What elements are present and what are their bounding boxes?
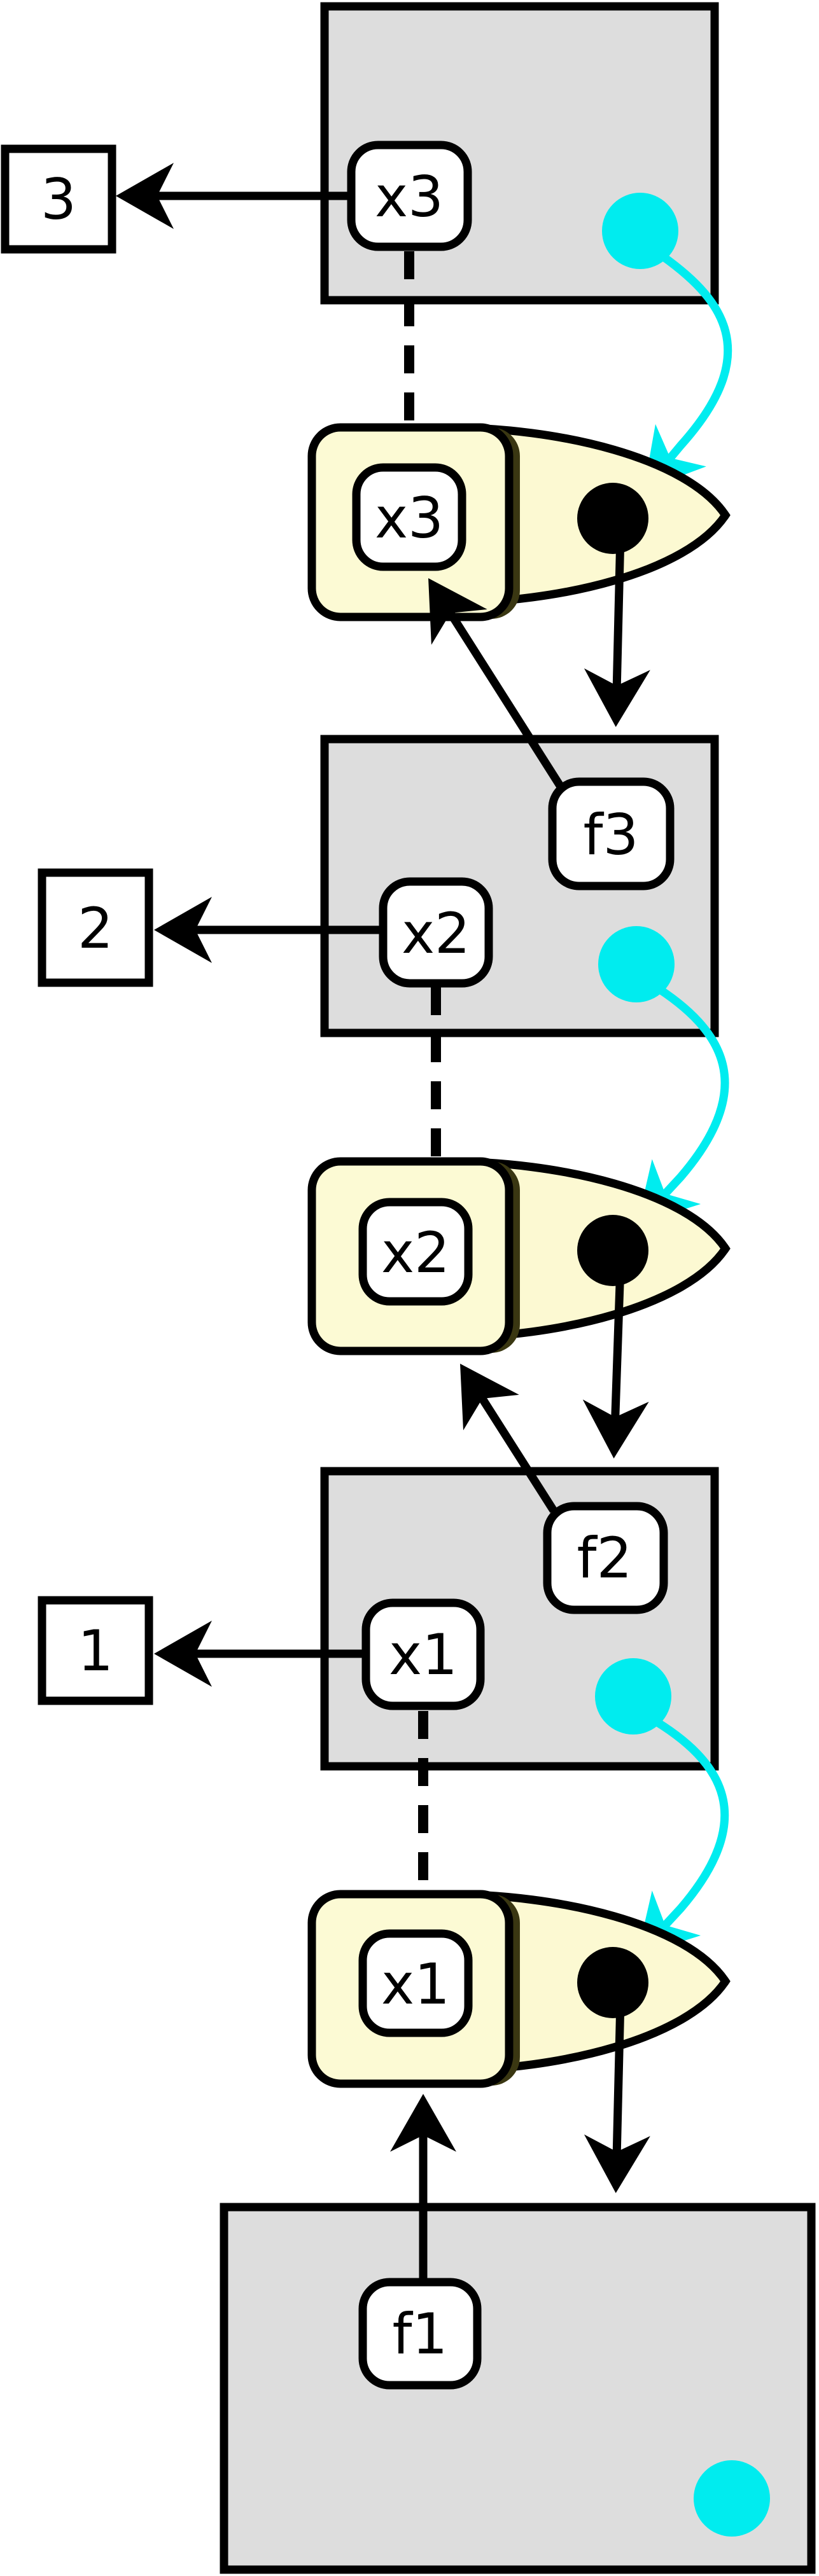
arrow-f3-to-closure3: [428, 578, 566, 791]
parent-pointer-env3: [643, 247, 732, 490]
closure-dot-2: [577, 1215, 648, 1286]
binding-x2-env2: x2: [379, 877, 493, 988]
binding-label-x1: x1: [389, 1622, 458, 1687]
closure-1: x1: [307, 1890, 731, 2088]
parent-pointer-env1: [637, 1714, 729, 1956]
closure-param-x1: x1: [381, 1951, 450, 2017]
binding-label-x3: x3: [375, 164, 444, 230]
value-box-2: 2: [38, 868, 153, 987]
parent-pointer-dot-global: [694, 2460, 770, 2537]
binding-label-x2: x2: [402, 901, 470, 966]
value-box-3: 3: [1, 144, 116, 254]
closure-dot-1: [577, 1947, 648, 2018]
binding-f2-env1: f2: [543, 1502, 668, 1614]
closure-2: x2: [307, 1157, 731, 1355]
closure-3: x3: [307, 423, 731, 621]
arrow-closure3-to-env2: [584, 534, 650, 727]
binding-f3-env2: f3: [548, 777, 675, 890]
value-label-2: 2: [78, 896, 113, 961]
value-label-1: 1: [78, 1618, 113, 1684]
parent-pointer-env2: [637, 981, 729, 1224]
arrow-closure2-to-env1: [582, 1265, 649, 1458]
closure-param-x2: x2: [381, 1220, 450, 1285]
value-label-3: 3: [41, 167, 76, 232]
binding-label-f2: f2: [577, 1525, 633, 1591]
binding-x3-env3: x3: [347, 141, 472, 251]
closure-param-x3: x3: [375, 485, 444, 551]
arrow-closure1-to-global: [584, 2000, 650, 2193]
binding-f1-global: f1: [358, 2278, 482, 2390]
binding-x1-env1: x1: [361, 1598, 485, 1710]
value-box-1: 1: [38, 1596, 153, 1705]
arrow-f2-to-closure2: [460, 1364, 557, 1513]
binding-label-f1: f1: [393, 2301, 448, 2367]
binding-label-f3: f3: [584, 802, 639, 868]
closure-dot-3: [577, 483, 648, 554]
